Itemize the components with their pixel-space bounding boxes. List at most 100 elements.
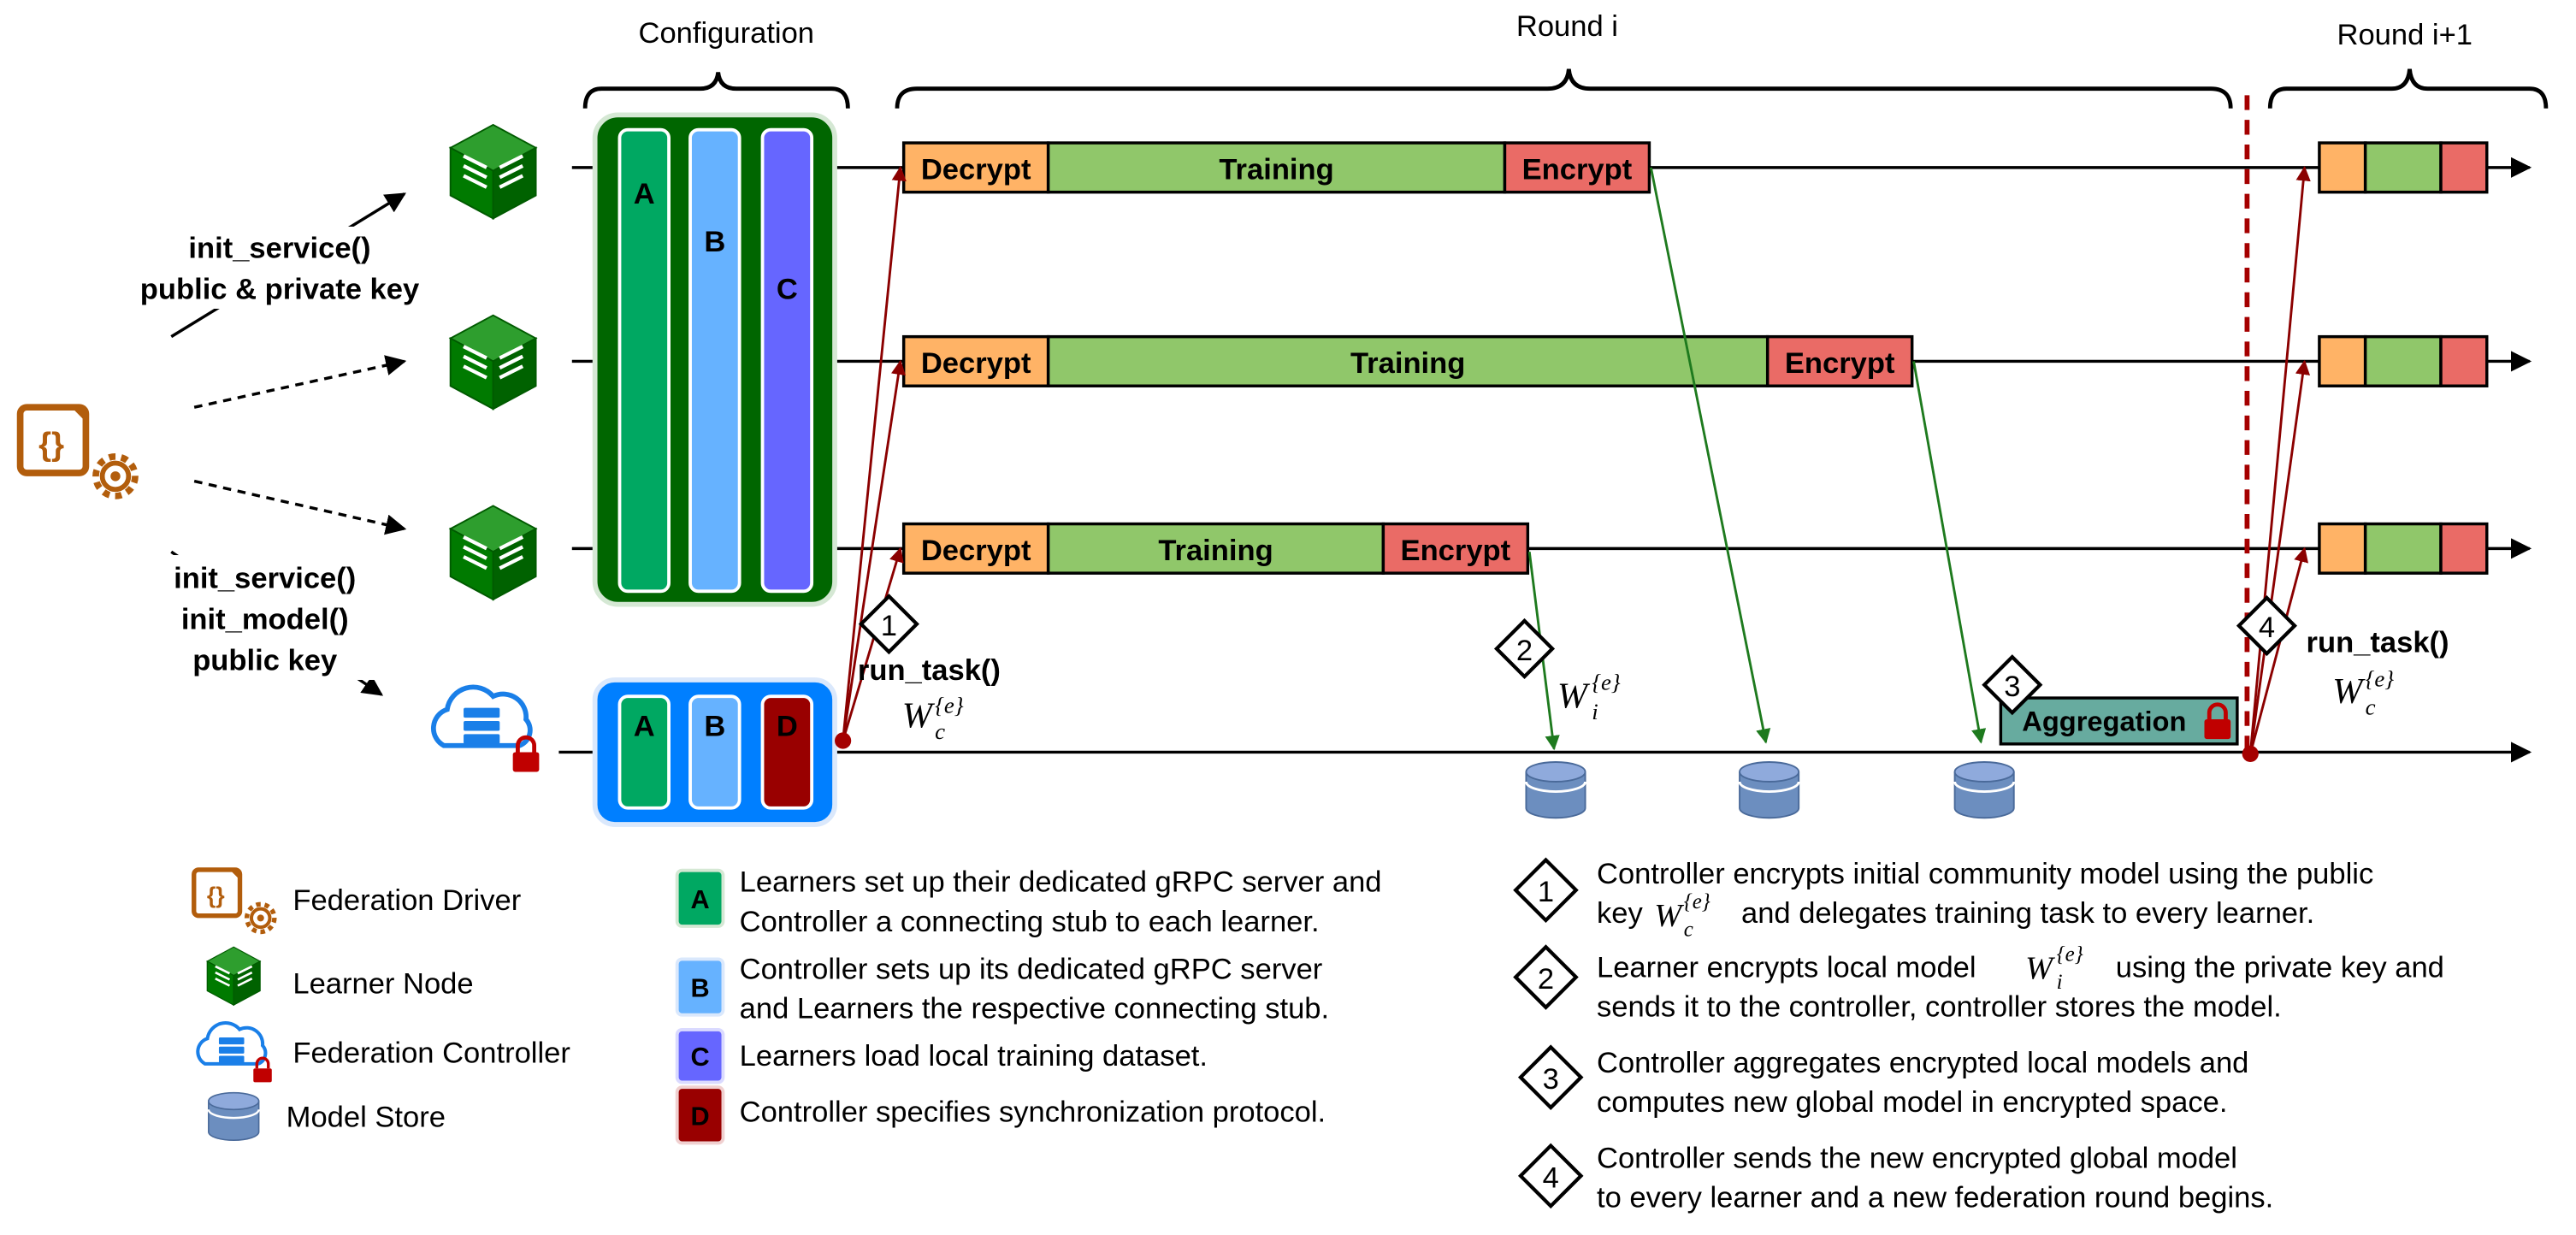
legend-b-line-2: and Learners the respective connecting s…	[740, 993, 1329, 1025]
learner-3-next-round-bar	[2318, 522, 2489, 575]
community-weight-label: W c {e}	[2332, 666, 2394, 720]
round-i-header: Round i	[1516, 10, 1618, 43]
config-block-a	[617, 694, 671, 810]
model-store-icon	[1953, 760, 2016, 819]
legend-driver-label: Federation Driver	[292, 884, 521, 917]
svg-text:2: 2	[1538, 963, 1554, 996]
legend-block-d	[675, 1085, 725, 1145]
learner-configuration-panel: A B C	[592, 112, 837, 607]
run-task-label: run_task()	[2307, 626, 2449, 659]
config-block-d-label: D	[777, 710, 798, 742]
svg-text:1: 1	[1538, 876, 1554, 908]
svg-text:c: c	[1684, 919, 1693, 942]
learner-init-service-label: init_service()	[188, 232, 370, 264]
svg-text:i: i	[2057, 971, 2063, 994]
learner-keys-label: public & private key	[140, 273, 420, 305]
legend-controller-label: Federation Controller	[292, 1037, 570, 1069]
driver-to-learner-2-arrow	[193, 355, 407, 409]
controller-init-service-label: init_service()	[174, 562, 356, 594]
send-model-arrows	[1527, 167, 1987, 751]
federation-controller-icon	[198, 1023, 274, 1084]
decrypt-label: Decrypt	[921, 535, 1031, 567]
learner-3-round-bar: Decrypt Training Encrypt	[901, 522, 1530, 575]
svg-text:C: C	[690, 1042, 709, 1072]
legend-step-2-line-1-post: using the private key and	[2116, 952, 2444, 984]
svg-text:c: c	[2366, 694, 2376, 719]
config-block-a-label: A	[634, 710, 655, 742]
step-2-marker: 2	[1493, 618, 1556, 680]
model-store-icon	[1524, 760, 1586, 819]
svg-text:W: W	[2025, 950, 2055, 986]
legend-d-line-1: Controller specifies synchronization pro…	[740, 1096, 1326, 1129]
encrypt-phase	[1503, 141, 1651, 194]
legend-step-1-weight: W c {e}	[1654, 890, 1710, 942]
config-block-b	[688, 127, 741, 594]
run-task-arrows-round-next	[2242, 166, 2311, 762]
encrypt-phase	[1381, 522, 1530, 575]
svg-text:D: D	[690, 1101, 709, 1131]
learner-2-next-round-bar	[2318, 334, 2489, 387]
config-block-b-label: B	[704, 226, 725, 258]
learner-2-round-bar: Decrypt Training Encrypt	[901, 334, 1914, 387]
svg-text:B: B	[690, 973, 709, 1003]
legend-step-2-marker: 2	[1513, 944, 1579, 1010]
legend-a-line-2: Controller a connecting stub to each lea…	[740, 906, 1320, 938]
configuration-brace	[582, 72, 850, 109]
controller-public-key-label: public key	[192, 644, 338, 677]
legend-step-2-line-2: sends it to the controller, controller s…	[1597, 991, 2282, 1024]
federation-driver-icon	[194, 870, 275, 932]
svg-text:i: i	[1592, 699, 1598, 724]
svg-text:4: 4	[2259, 612, 2275, 644]
config-block-b	[688, 694, 741, 810]
config-block-a-label: A	[634, 178, 655, 210]
legend-icons: Federation Driver Learner Node Federatio…	[194, 870, 570, 1142]
round-i-brace	[895, 68, 2233, 109]
svg-text:c: c	[935, 718, 945, 744]
legend-step-3-marker: 3	[1517, 1044, 1584, 1110]
legend-step-4-line-2: to every learner and a new federation ro…	[1597, 1181, 2273, 1214]
decrypt-phase	[901, 522, 1050, 575]
legend-config: A Learners set up their dedicated gRPC s…	[675, 866, 1382, 1145]
decrypt-label: Decrypt	[921, 153, 1031, 186]
svg-text:{e}: {e}	[1684, 890, 1710, 913]
learner-node-icon	[205, 945, 262, 1007]
encrypt-phase	[1765, 334, 1914, 387]
legend-step-1-line-2-post: and delegates training task to every lea…	[1741, 897, 2314, 930]
svg-text:A: A	[690, 884, 709, 914]
decrypt-label: Decrypt	[921, 347, 1031, 380]
driver-to-learner-3-arrow	[193, 479, 407, 535]
config-block-c-label: C	[777, 273, 798, 305]
training-phase	[1046, 334, 1770, 387]
round-next-brace	[2267, 68, 2549, 109]
local-weight-label: W i {e}	[1557, 669, 1621, 724]
legend-steps: 1 Controller encrypts initial community …	[1513, 857, 2444, 1214]
config-block-c	[760, 127, 814, 594]
svg-text:W: W	[1557, 677, 1591, 717]
community-weight-label: W c {e}	[902, 692, 964, 744]
svg-text:W: W	[2332, 671, 2366, 712]
training-label: Training	[1219, 153, 1333, 186]
training-label: Training	[1158, 535, 1273, 567]
legend-b-line-1: Controller sets up its dedicated gRPC se…	[740, 953, 1323, 985]
legend-block-a	[675, 868, 725, 928]
run-task-arrows-round-i	[835, 166, 907, 749]
legend-block-c	[675, 1028, 725, 1084]
aggregation-label: Aggregation	[2022, 705, 2186, 736]
configuration-header: Configuration	[639, 17, 814, 50]
legend-step-4-line-1: Controller sends the new encrypted globa…	[1597, 1142, 2237, 1174]
svg-text:W: W	[902, 696, 936, 736]
encrypt-label: Encrypt	[1785, 347, 1895, 380]
svg-text:{e}: {e}	[1592, 669, 1621, 694]
step-3-marker: 3	[1982, 654, 2043, 716]
legend-a-line-1: Learners set up their dedicated gRPC ser…	[740, 866, 1382, 899]
svg-text:4: 4	[1543, 1161, 1559, 1194]
svg-text:W: W	[1654, 898, 1684, 934]
svg-text:{e}: {e}	[2366, 666, 2395, 692]
legend-step-2-line-1-pre: Learner encrypts local model	[1597, 952, 1976, 984]
round-next-header: Round i+1	[2337, 19, 2473, 51]
config-block-d	[760, 694, 814, 810]
svg-text:3: 3	[2004, 671, 2020, 703]
training-label: Training	[1350, 347, 1465, 380]
run-task-label: run_task()	[858, 654, 1001, 687]
